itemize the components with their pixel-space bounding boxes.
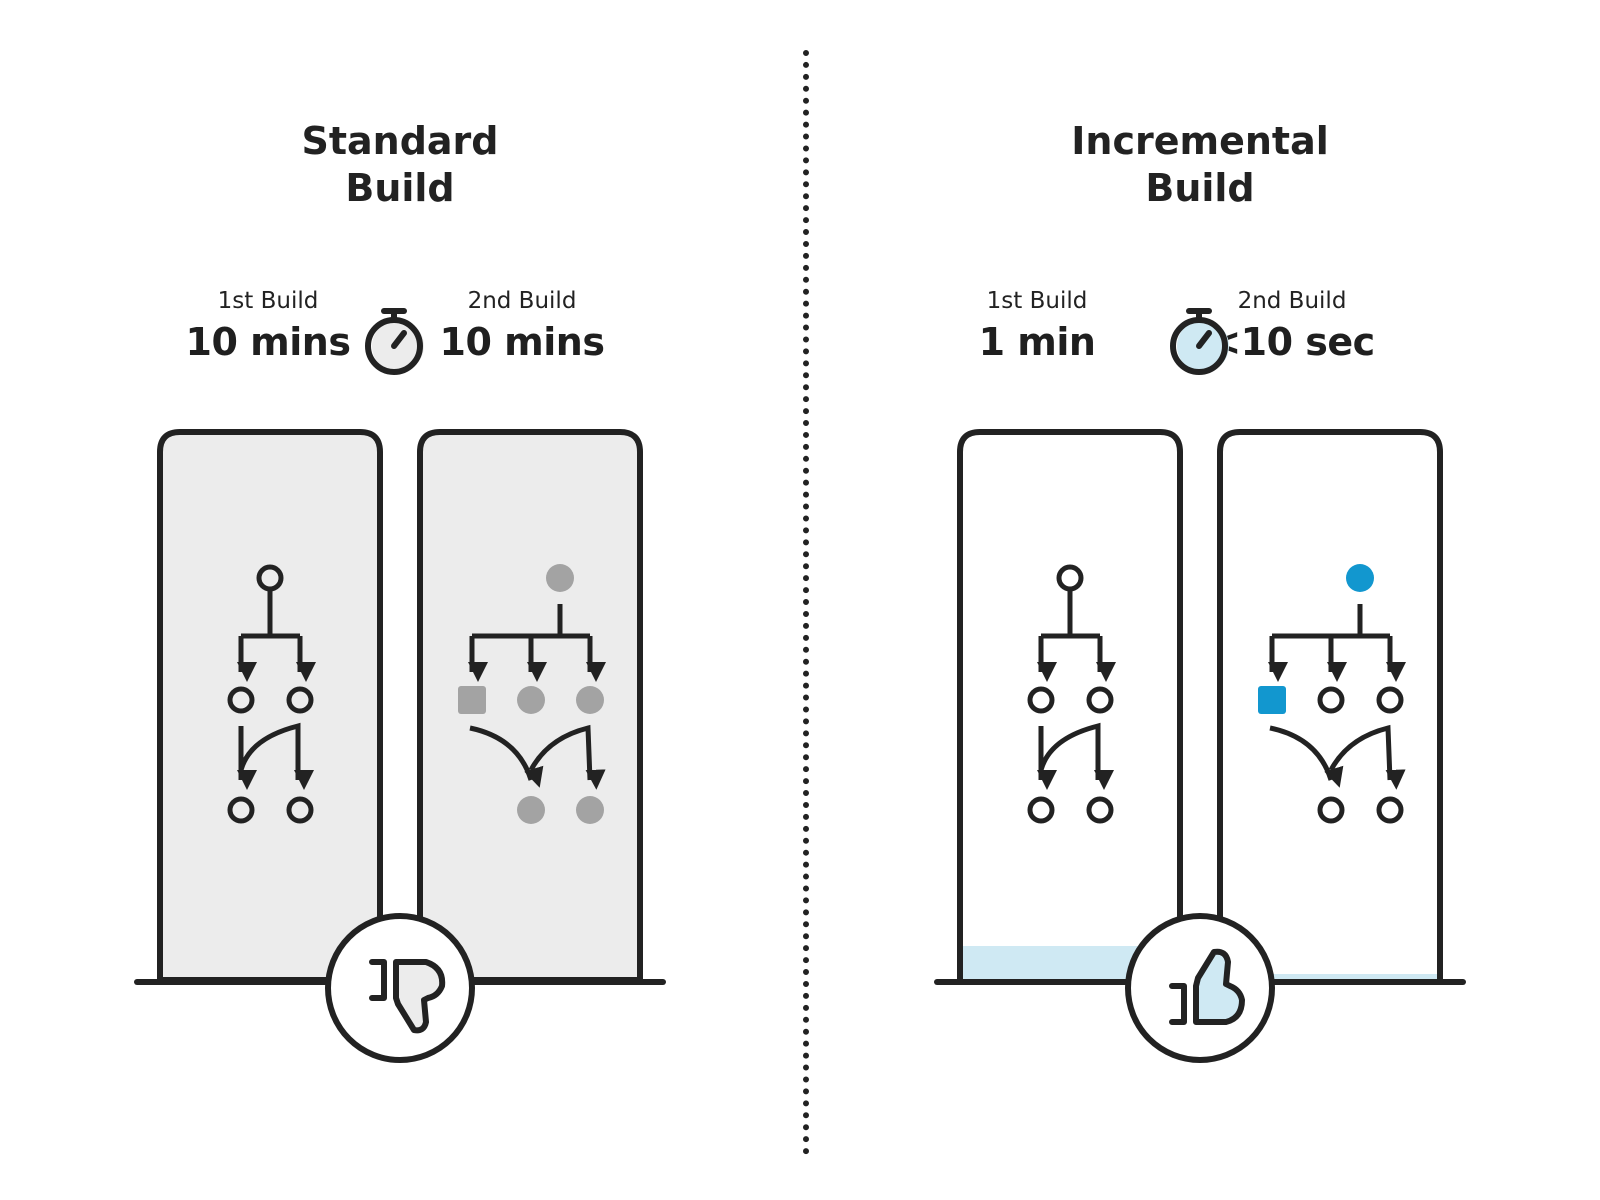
graph-node bbox=[576, 796, 604, 824]
section-divider bbox=[803, 50, 809, 1155]
first-build-box bbox=[157, 429, 383, 983]
first-build-box bbox=[957, 429, 1183, 980]
graph-node bbox=[517, 686, 545, 714]
graph-node bbox=[227, 796, 255, 824]
graph-node bbox=[1317, 686, 1345, 714]
first-build-time: 1 min bbox=[978, 320, 1096, 364]
second-build-stat: 2nd Build 10 mins bbox=[402, 288, 642, 364]
title-line-2: Build bbox=[345, 166, 455, 210]
graph-node bbox=[256, 564, 284, 592]
second-build-label: 2nd Build bbox=[1237, 288, 1347, 314]
graph-node bbox=[227, 686, 255, 714]
first-build-label: 1st Build bbox=[217, 288, 319, 314]
graph-node bbox=[546, 564, 574, 592]
first-build-dependency-graph bbox=[1027, 564, 1116, 824]
second-build-stat: 2nd Build <10 sec bbox=[1172, 288, 1412, 364]
second-build-box bbox=[1217, 429, 1443, 980]
incremental-build-illustration bbox=[934, 308, 1466, 1063]
thumbs-down-icon bbox=[325, 913, 475, 1063]
graph-node bbox=[1317, 796, 1345, 824]
changed-node bbox=[1258, 686, 1286, 714]
graph-node bbox=[286, 686, 314, 714]
incremental-build-title: Incremental Build bbox=[800, 118, 1600, 212]
title-line-2: Build bbox=[1145, 166, 1255, 210]
graph-node bbox=[1346, 564, 1374, 592]
stopwatch-icon bbox=[365, 308, 424, 375]
first-build-time: 10 mins bbox=[185, 320, 351, 364]
second-build-time: <10 sec bbox=[1209, 320, 1375, 364]
first-build-dependency-graph bbox=[227, 564, 316, 824]
graph-node bbox=[517, 796, 545, 824]
graph-node bbox=[1086, 796, 1114, 824]
graph-node bbox=[1027, 796, 1055, 824]
standard-build-illustration bbox=[134, 308, 666, 1063]
standard-build-title: Standard Build bbox=[0, 118, 800, 212]
first-build-stat: 1st Build 10 mins bbox=[148, 288, 388, 364]
graph-node bbox=[1056, 564, 1084, 592]
first-build-stat: 1st Build 1 min bbox=[917, 288, 1157, 364]
second-build-label: 2nd Build bbox=[467, 288, 577, 314]
second-build-dependency-graph bbox=[1258, 564, 1406, 824]
graph-node bbox=[1376, 796, 1404, 824]
second-build-time: 10 mins bbox=[439, 320, 605, 364]
thumbs-up-icon bbox=[1125, 913, 1275, 1063]
second-build-dependency-graph bbox=[458, 564, 606, 824]
first-build-label: 1st Build bbox=[986, 288, 1088, 314]
graph-node bbox=[1027, 686, 1055, 714]
graph-node bbox=[576, 686, 604, 714]
incremental-build-panel: Incremental Build 1st Build 1 min 2nd Bu… bbox=[800, 0, 1600, 1200]
changed-node bbox=[458, 686, 486, 714]
stopwatch-icon bbox=[1170, 308, 1229, 375]
graph-node bbox=[286, 796, 314, 824]
title-line-1: Incremental bbox=[1071, 119, 1329, 163]
graph-node bbox=[1086, 686, 1114, 714]
title-line-1: Standard bbox=[301, 119, 499, 163]
second-build-progress bbox=[1223, 974, 1437, 980]
graph-node bbox=[1376, 686, 1404, 714]
standard-build-panel: Standard Build 1st Build 10 mins 2nd Bui… bbox=[0, 118, 800, 1063]
